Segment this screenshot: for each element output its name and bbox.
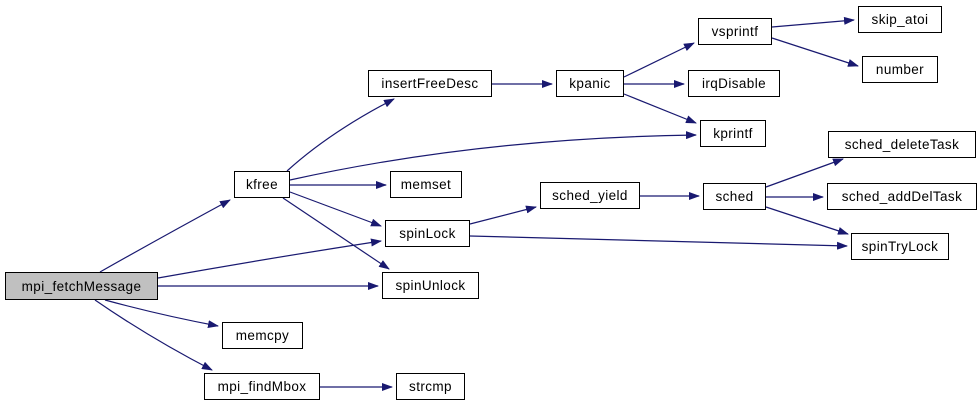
node-mpi_findMbox[interactable]: mpi_findMbox bbox=[204, 373, 320, 400]
node-spinTryLock[interactable]: spinTryLock bbox=[851, 233, 949, 260]
node-sched_yield[interactable]: sched_yield bbox=[540, 182, 640, 209]
node-skip_atoi[interactable]: skip_atoi bbox=[858, 6, 942, 33]
edge-kpanic-vsprintf bbox=[623, 42, 695, 78]
edge-vsprintf-skip_atoi bbox=[771, 16, 855, 28]
edge-kfree-spinUnlock bbox=[282, 197, 390, 270]
node-label: mpi_findMbox bbox=[217, 379, 307, 394]
edge-spinLock-spinTryLock bbox=[469, 235, 848, 250]
node-sched_addDelTask[interactable]: sched_addDelTask bbox=[827, 183, 977, 210]
node-label: kprintf bbox=[713, 126, 753, 141]
node-irqDisable[interactable]: irqDisable bbox=[688, 70, 780, 97]
node-label: sched_deleteTask bbox=[844, 137, 960, 152]
node-spinUnlock[interactable]: spinUnlock bbox=[382, 272, 479, 299]
edge-vsprintf-number bbox=[771, 37, 859, 67]
node-vsprintf[interactable]: vsprintf bbox=[698, 18, 772, 45]
node-insertFreeDesc[interactable]: insertFreeDesc bbox=[368, 70, 492, 97]
node-kpanic[interactable]: kpanic bbox=[556, 70, 624, 97]
node-label: sched bbox=[715, 189, 754, 204]
node-strcmp[interactable]: strcmp bbox=[396, 373, 465, 400]
node-mpi_fetchMessage: mpi_fetchMessage bbox=[5, 272, 158, 300]
node-memcpy[interactable]: memcpy bbox=[222, 322, 303, 349]
edge-kpanic-kprintf bbox=[623, 93, 697, 124]
node-sched[interactable]: sched bbox=[703, 183, 766, 210]
edge-mpi_fetchMessage-spinLock bbox=[157, 238, 382, 279]
edge-kfree-spinLock bbox=[289, 191, 382, 227]
node-spinLock[interactable]: spinLock bbox=[385, 220, 470, 247]
node-label: skip_atoi bbox=[871, 12, 929, 27]
node-label: sched_addDelTask bbox=[841, 189, 963, 204]
node-label: sched_yield bbox=[552, 188, 628, 203]
edge-spinLock-sched_yield bbox=[469, 205, 537, 225]
node-label: kfree bbox=[245, 177, 278, 192]
node-label: mpi_fetchMessage bbox=[21, 278, 142, 294]
node-sched_deleteTask[interactable]: sched_deleteTask bbox=[828, 131, 976, 158]
edge-group bbox=[94, 16, 859, 391]
edge-mpi_fetchMessage-mpi_findMbox bbox=[94, 299, 213, 371]
edge-mpi_fetchMessage-kfree bbox=[99, 199, 231, 273]
edge-sched-spinTryLock bbox=[765, 206, 849, 235]
node-label: spinLock bbox=[399, 226, 456, 241]
edge-sched-sched_deleteTask bbox=[765, 158, 844, 188]
node-label: kpanic bbox=[569, 76, 611, 91]
node-label: number bbox=[875, 62, 925, 77]
node-label: memset bbox=[400, 177, 452, 192]
node-label: strcmp bbox=[409, 379, 452, 394]
node-number[interactable]: number bbox=[862, 56, 938, 83]
node-label: irqDisable bbox=[701, 76, 767, 91]
node-label: insertFreeDesc bbox=[381, 76, 479, 91]
node-label: spinUnlock bbox=[395, 278, 466, 293]
node-kfree[interactable]: kfree bbox=[234, 171, 290, 198]
edge-kfree-kprintf bbox=[289, 131, 697, 181]
edge-kfree-insertFreeDesc bbox=[286, 98, 395, 172]
node-label: memcpy bbox=[235, 328, 290, 343]
edge-mpi_fetchMessage-memcpy bbox=[104, 299, 219, 329]
node-label: vsprintf bbox=[711, 24, 759, 39]
node-memset[interactable]: memset bbox=[390, 171, 462, 198]
node-label: spinTryLock bbox=[861, 239, 939, 254]
node-kprintf[interactable]: kprintf bbox=[700, 120, 766, 147]
